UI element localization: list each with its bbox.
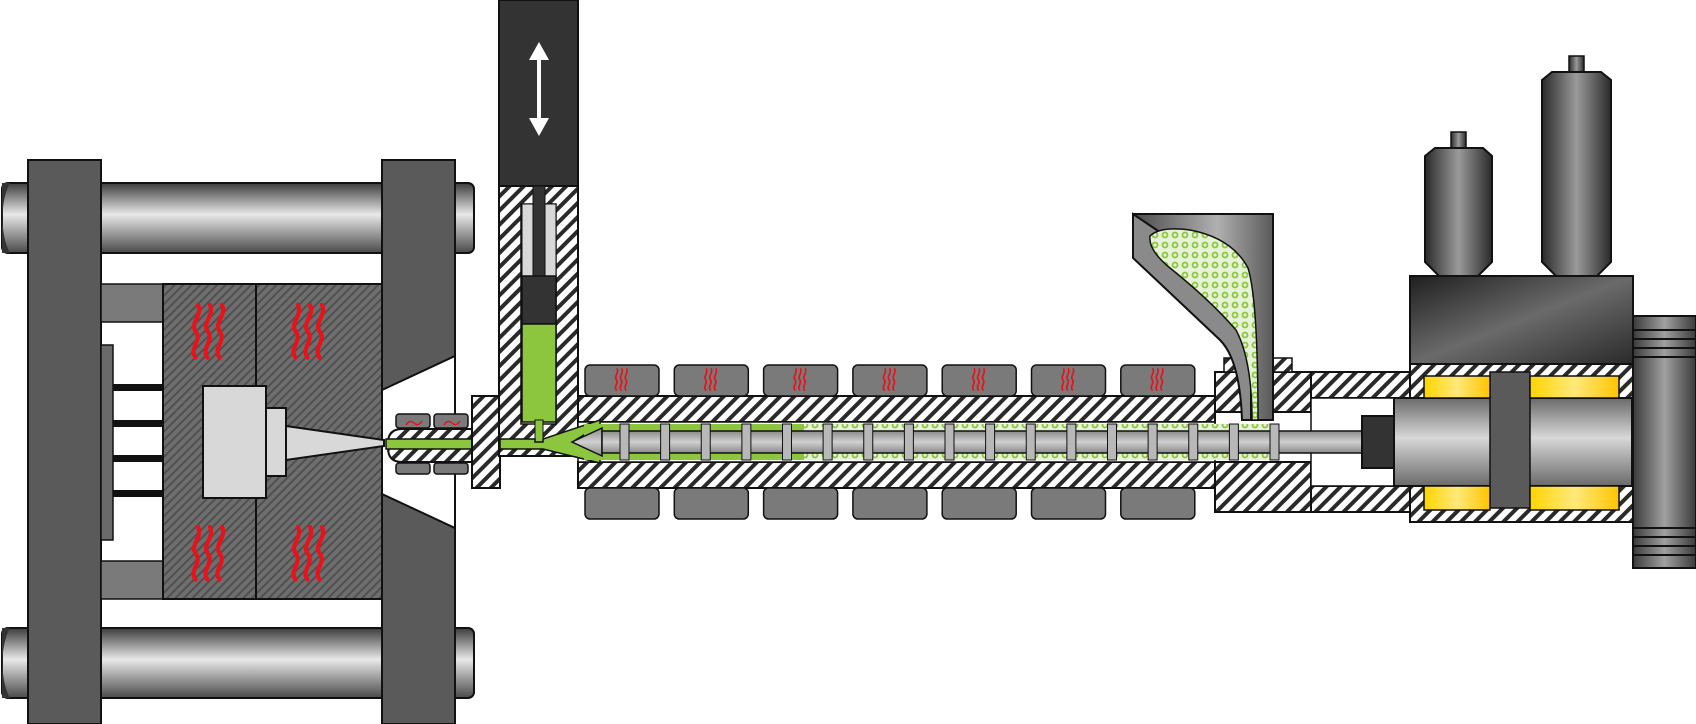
screw-flight [1147, 423, 1158, 461]
heater-band-bottom [941, 487, 1017, 520]
screw-flight [944, 423, 955, 461]
drive-gearbox [1409, 275, 1634, 365]
screw-flight [903, 423, 914, 461]
screw-flight [619, 423, 630, 461]
screw-flight [1025, 423, 1036, 461]
sprue-channel [285, 424, 385, 462]
heater-band-bottom [1030, 487, 1107, 520]
plunger-piston [521, 275, 557, 325]
screw-flight [985, 423, 996, 461]
screw-flight [782, 423, 792, 461]
heater-band-bottom [673, 487, 750, 520]
mold-icon [162, 283, 385, 600]
heater-band-bottom [852, 487, 928, 520]
up-down-arrow-icon [529, 42, 549, 136]
hydraulic-chamber [1529, 375, 1620, 399]
sprue-bushing [265, 407, 287, 477]
hydraulic-piston [1489, 371, 1531, 509]
screw-flights [619, 423, 1280, 461]
screw-flight [1107, 423, 1117, 461]
nozzle-heater-bands [395, 413, 469, 475]
plunger-melt-reservoir [521, 323, 557, 423]
barrel-heater-bands-bottom [584, 487, 1196, 520]
screw-flight [700, 423, 711, 461]
hydraulic-chamber [1423, 375, 1491, 399]
screw-flight [1066, 423, 1077, 461]
hopper-icon [1132, 212, 1274, 421]
screw-flight [741, 423, 752, 461]
heater-band-bottom [1120, 487, 1196, 520]
plunger-guide-left [521, 203, 534, 277]
handwheel-icon [1632, 315, 1696, 569]
barrel-heater-bands-top [584, 364, 1196, 397]
plunger-icon [498, 0, 579, 457]
plunger-rod [532, 185, 546, 277]
drive-unit-icon [1393, 55, 1696, 569]
hydraulic-chamber [1529, 485, 1620, 511]
screw-coupling [1361, 415, 1395, 469]
tie-bar-top [1, 182, 475, 254]
tie-bar-bottom [1, 627, 475, 699]
heater-band-bottom [584, 487, 660, 520]
screw-flight [1228, 423, 1239, 461]
barrel-rear-housing-bottom [1310, 485, 1411, 513]
screw-flight [1188, 423, 1199, 461]
mold-cavity [202, 385, 267, 499]
guide-rail-top [100, 283, 164, 323]
screw-flight [822, 423, 833, 461]
plunger-melt-channel [534, 419, 544, 443]
ejector-pins [113, 384, 205, 497]
barrel-wall-bottom [577, 461, 1216, 489]
screw-icon [570, 415, 1395, 469]
motor-icon [1424, 131, 1493, 277]
guide-rail-bottom [100, 560, 164, 600]
motor-icon [1541, 55, 1612, 277]
nozzle-melt-channel [385, 438, 477, 450]
nozzle-icon [385, 395, 501, 489]
barrel-rear-housing-top [1310, 371, 1411, 399]
ejector-plate [100, 344, 114, 541]
hopper-pellets [1149, 228, 1259, 421]
screw-flight [660, 423, 671, 461]
screw-flight [863, 423, 874, 461]
barrel-wall-top [577, 395, 1216, 423]
hydraulic-chamber [1423, 485, 1491, 511]
feed-throat-block-lower [1214, 461, 1312, 513]
heater-band-bottom [762, 487, 839, 520]
nozzle-adapter [471, 395, 501, 489]
screw-flight [1269, 423, 1280, 461]
plunger-guide-right [544, 203, 557, 277]
fixed-platen [27, 159, 102, 724]
